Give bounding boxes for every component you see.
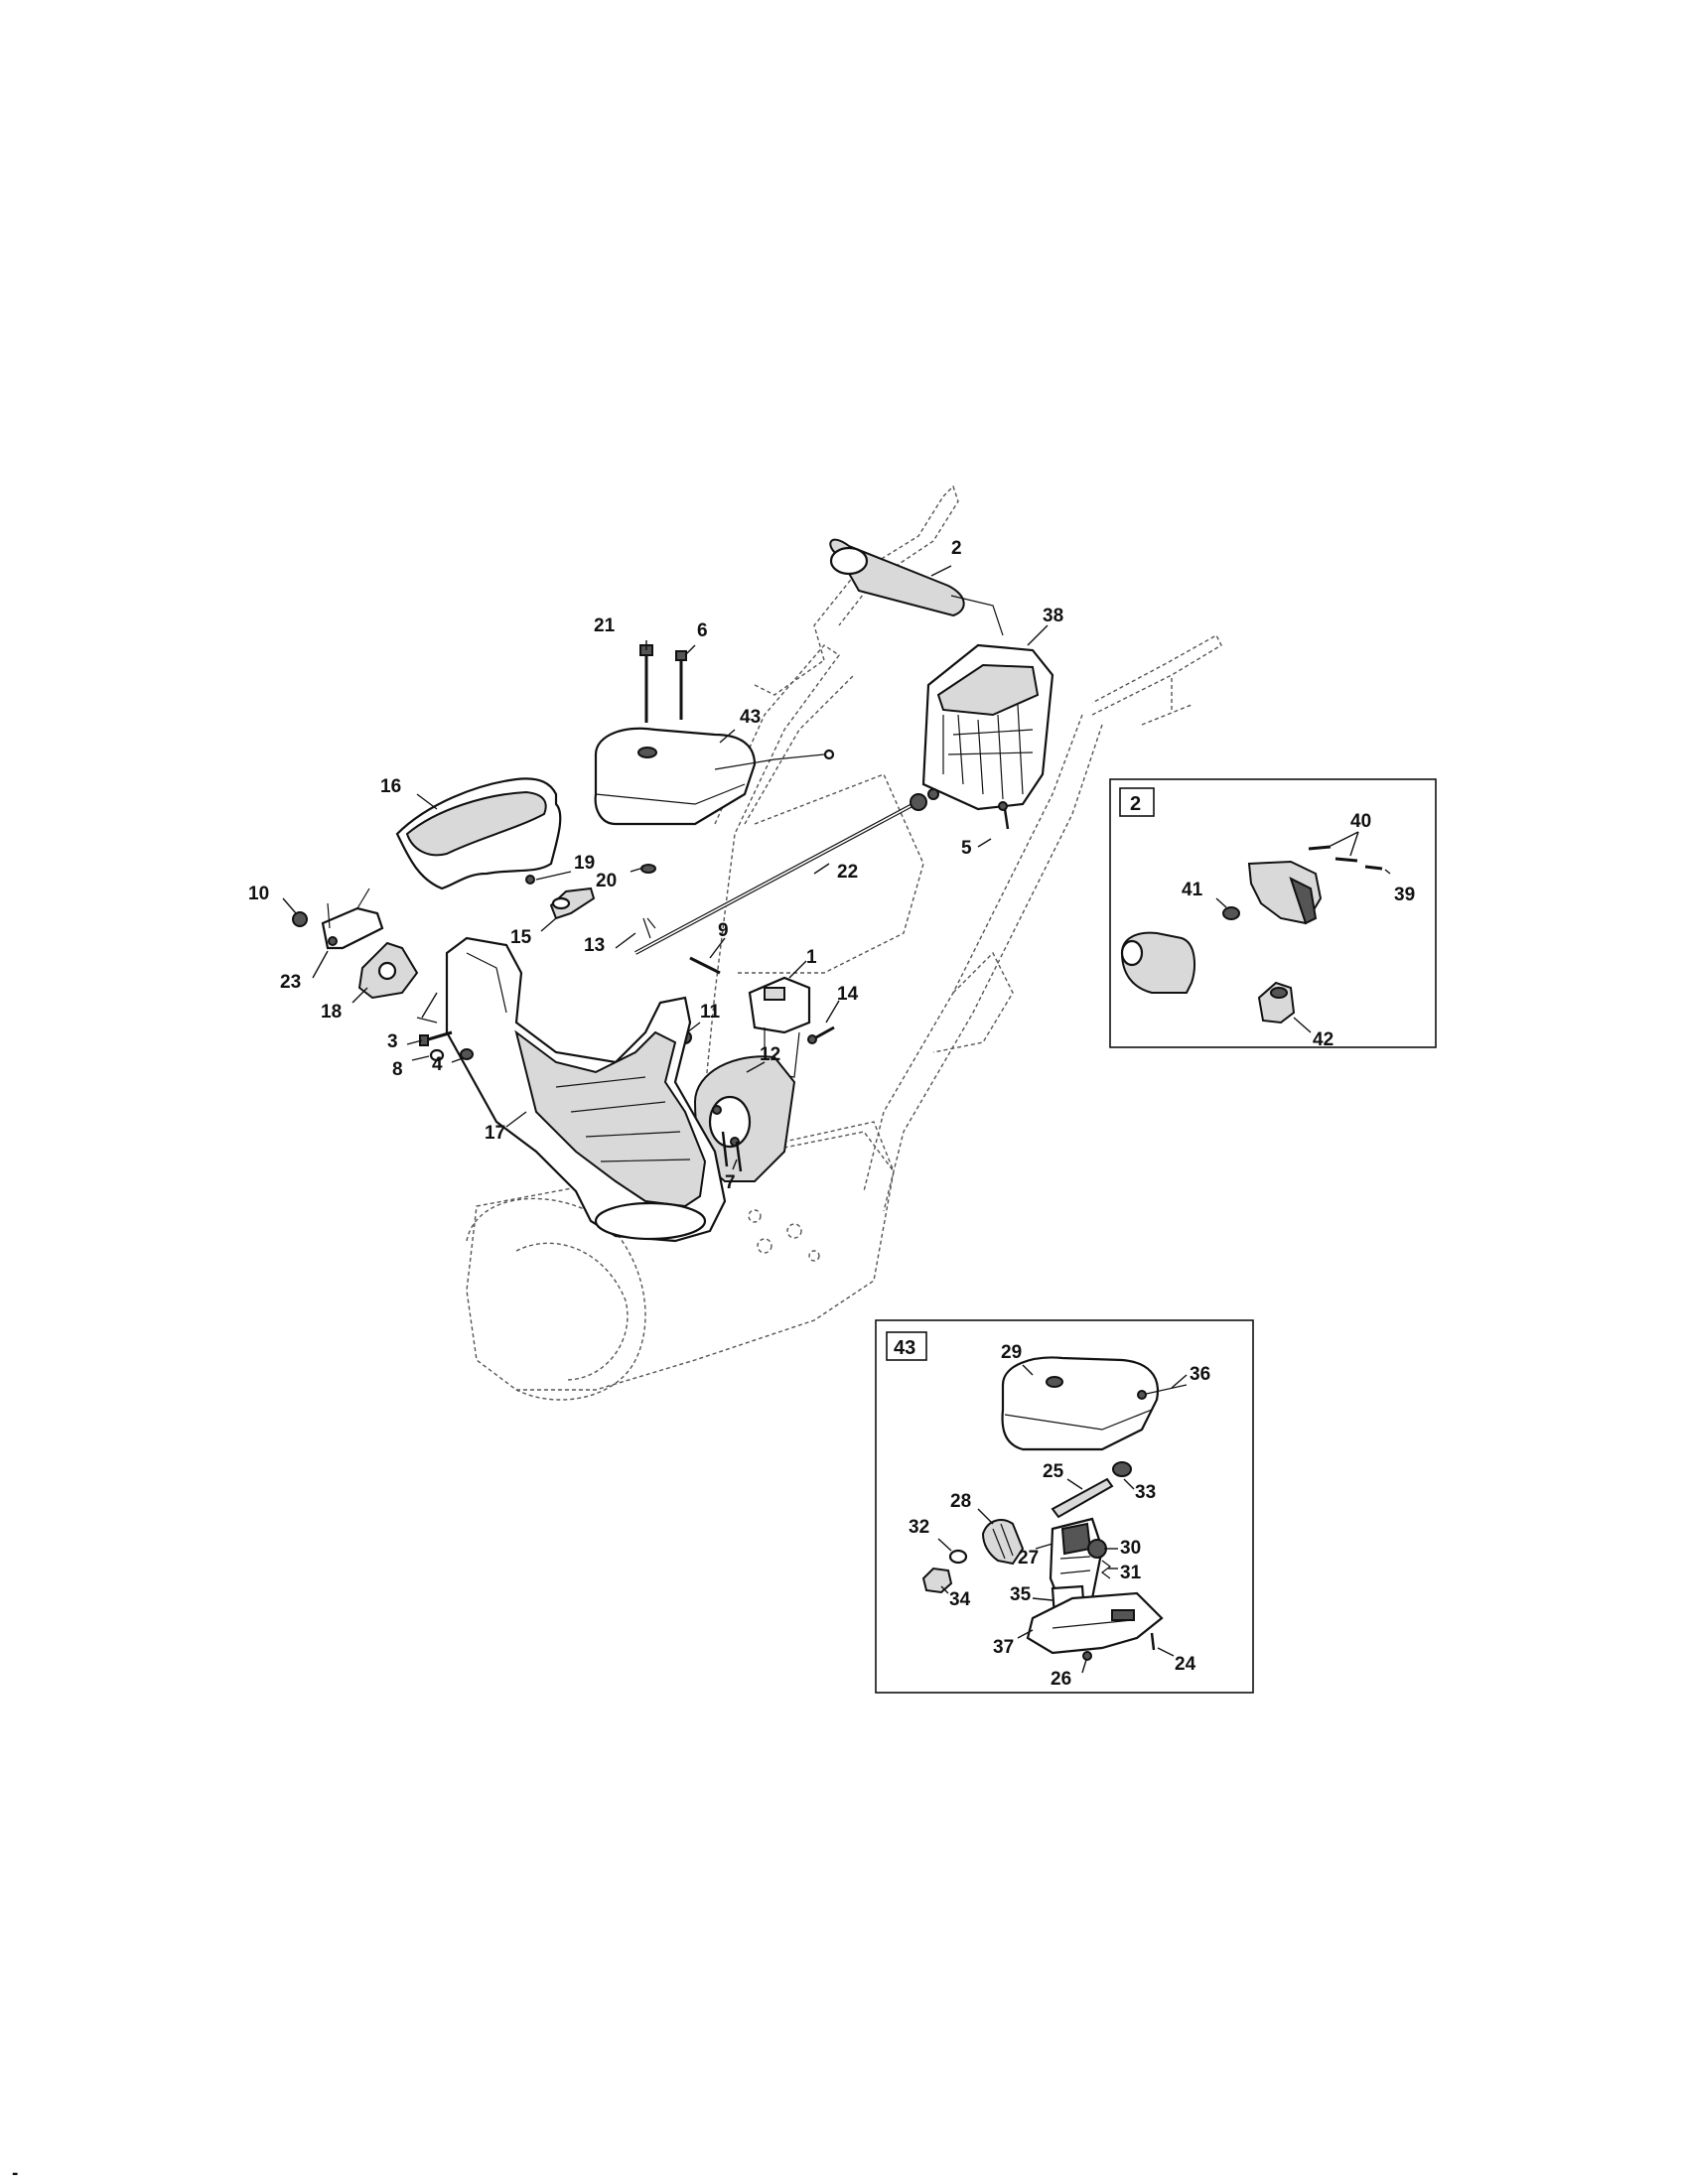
- callout-31: 31: [1120, 1563, 1142, 1583]
- callout-13: 13: [584, 935, 605, 956]
- callout-7: 7: [725, 1172, 736, 1193]
- callout-labels: 2 38 21 6 43 16 19 20 22 5 10 15 13 9 1 …: [248, 538, 1063, 1193]
- part-10-nut: [292, 911, 308, 927]
- callout-38: 38: [1043, 606, 1063, 626]
- part-handle-grip: [1120, 931, 1195, 994]
- part-15-wing-knob: [549, 887, 596, 920]
- part-handle-top: [1247, 860, 1323, 925]
- callout-29: 29: [1001, 1342, 1022, 1363]
- callout-20: 20: [596, 871, 617, 891]
- callout-6: 6: [697, 620, 708, 641]
- part-19-washer: [525, 875, 535, 885]
- callout-18: 18: [321, 1002, 342, 1023]
- part-38-chute-control-housing: [921, 643, 1054, 811]
- part-6-long-bolt: [675, 650, 687, 720]
- callout-25: 25: [1043, 1461, 1064, 1482]
- callout-15: 15: [510, 927, 532, 948]
- part-30-gear: [1087, 1539, 1107, 1559]
- callout-41: 41: [1182, 880, 1203, 900]
- part-12-chute-gear-bracket: [693, 1055, 796, 1182]
- callout-17: 17: [485, 1123, 505, 1144]
- inset-2-handle-detail: 2 4: [1109, 778, 1437, 1050]
- callout-1: 1: [806, 947, 817, 968]
- part-29-cover: [1001, 1356, 1160, 1451]
- callout-10: 10: [248, 884, 269, 904]
- callout-12: 12: [760, 1044, 780, 1065]
- machine-outline: [466, 484, 1222, 1401]
- callout-33: 33: [1135, 1482, 1156, 1503]
- part-36-cable-end: [1137, 1384, 1188, 1400]
- callout-26: 26: [1051, 1669, 1071, 1690]
- callout-32: 32: [909, 1517, 929, 1538]
- callout-24: 24: [1175, 1654, 1196, 1675]
- part-16-chute-deflector: [395, 777, 562, 890]
- part-14-bolt: [807, 1025, 835, 1044]
- part-32-washer: [948, 1549, 968, 1565]
- callout-37: 37: [993, 1637, 1014, 1658]
- callout-43: 43: [740, 707, 761, 728]
- part-37-base-plate: [1026, 1591, 1164, 1655]
- callout-5: 5: [961, 838, 972, 859]
- part-42-bushing: [1257, 981, 1296, 1024]
- part-5-bolt: [1003, 808, 1010, 830]
- callout-39: 39: [1394, 885, 1415, 905]
- callout-14: 14: [837, 984, 859, 1005]
- part-18-bracket: [357, 941, 419, 1000]
- part-4-nut: [460, 1048, 474, 1060]
- callout-16: 16: [380, 776, 401, 797]
- part-17-discharge-chute: [445, 936, 727, 1243]
- callout-8: 8: [392, 1059, 403, 1080]
- inset-43-tag-label: 43: [894, 1337, 915, 1359]
- part-34-nut: [921, 1567, 953, 1594]
- footer-mark: -: [12, 2163, 18, 2184]
- part-31-spring: [1101, 1560, 1111, 1579]
- part-13-pin: [642, 917, 656, 939]
- part-8-washer: [429, 1048, 445, 1062]
- part-20-washer: [640, 864, 656, 874]
- callout-40: 40: [1350, 811, 1371, 832]
- part-43-chute-cover-assembly: [594, 727, 835, 826]
- part-41-nut: [1222, 906, 1240, 920]
- part-40-pins: [1308, 845, 1358, 863]
- callout-23: 23: [280, 972, 301, 993]
- part-1-bracket: [748, 976, 811, 1078]
- part-9-bolt: [689, 956, 721, 975]
- callout-35: 35: [1010, 1584, 1032, 1605]
- callout-21: 21: [594, 615, 616, 636]
- part-22-control-rod: [634, 793, 927, 955]
- leader-lines: [282, 565, 1049, 1170]
- part-3-bolt: [419, 1030, 453, 1046]
- callout-9: 9: [718, 920, 729, 941]
- callout-2: 2: [951, 538, 962, 559]
- part-33-nut: [1112, 1461, 1132, 1477]
- inset-43-tag: [886, 1331, 927, 1361]
- inset-2-tag-label: 2: [1130, 793, 1141, 815]
- callout-42: 42: [1313, 1029, 1333, 1050]
- callout-3: 3: [387, 1031, 398, 1052]
- callout-28: 28: [950, 1491, 971, 1512]
- part-2-crank-handle: [829, 538, 1004, 636]
- part-26-screw: [1082, 1651, 1092, 1661]
- callout-22: 22: [837, 862, 858, 883]
- callout-36: 36: [1190, 1364, 1210, 1385]
- part-23-bracket: [321, 887, 384, 950]
- inset-2-tag: [1119, 787, 1155, 817]
- part-21-long-bolt: [639, 644, 653, 723]
- part-27-gear-housing: [1049, 1517, 1104, 1610]
- callout-34: 34: [949, 1589, 971, 1610]
- callout-11: 11: [700, 1002, 721, 1023]
- callout-27: 27: [1018, 1548, 1039, 1569]
- part-25-shaft: [1051, 1477, 1114, 1519]
- part-24-screw: [1150, 1632, 1156, 1651]
- callout-30: 30: [1120, 1538, 1141, 1559]
- callout-19: 19: [574, 853, 595, 874]
- part-39-pin: [1364, 865, 1383, 871]
- callout-4: 4: [432, 1054, 443, 1075]
- inset-43-cover-detail: 43: [875, 1319, 1254, 1694]
- part-7-bolts: [721, 1131, 743, 1172]
